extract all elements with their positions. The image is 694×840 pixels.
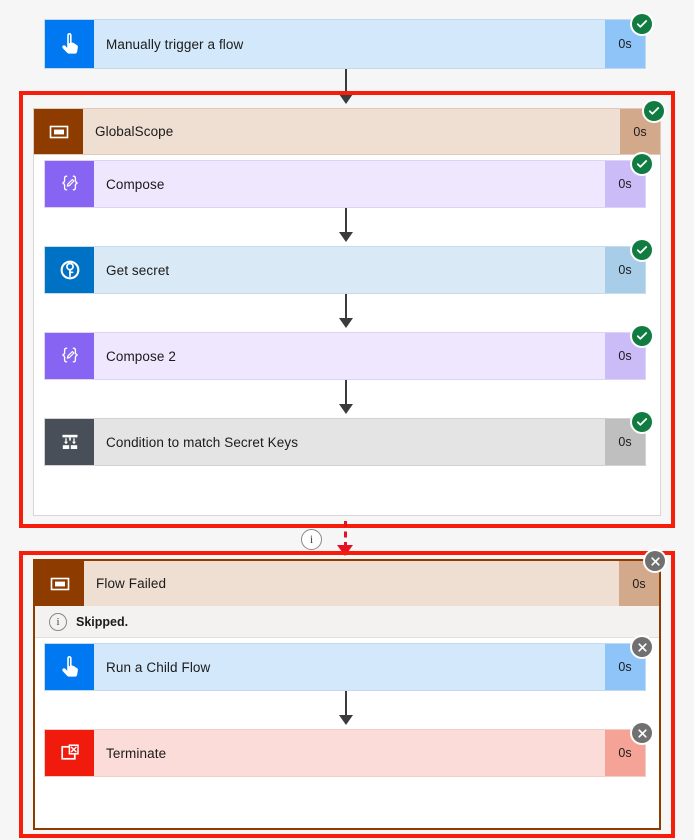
connector-arrowhead-icon [339, 94, 353, 104]
flow-card-title: Terminate [106, 745, 167, 761]
flow-card-title: Compose [106, 176, 165, 192]
flow-card-scope-flow-failed[interactable]: Flow Failed 0s [35, 561, 659, 606]
flow-card-title: GlobalScope [95, 124, 174, 139]
compose-braces-icon [45, 161, 94, 207]
flow-card-compose-2[interactable]: Compose 2 0s [44, 332, 646, 380]
connector-arrowhead-icon [339, 232, 353, 242]
connector-arrowhead-icon [337, 545, 353, 556]
connector-arrowhead-icon [339, 715, 353, 725]
condition-branch-icon [45, 419, 94, 465]
info-circle-icon: i [49, 612, 67, 631]
connector-line [345, 380, 347, 408]
flow-card-title: Compose 2 [106, 348, 176, 364]
status-badge-skipped [632, 637, 652, 657]
flow-card-terminate[interactable]: Terminate 0s [44, 729, 646, 777]
flow-card-condition[interactable]: Condition to match Secret Keys 0s [44, 418, 646, 466]
flow-card-title: Condition to match Secret Keys [106, 434, 299, 450]
tap-finger-icon [45, 644, 94, 690]
flow-card-scope-globalscope[interactable]: GlobalScope 0s [33, 108, 661, 155]
flow-card-title: Get secret [106, 262, 170, 278]
status-badge-succeeded [632, 412, 652, 432]
compose-braces-icon [45, 333, 94, 379]
scope-status-message-text: Skipped. [76, 614, 129, 629]
connector-line-dashed [344, 521, 347, 548]
flow-card-title: Run a Child Flow [106, 659, 211, 675]
status-badge-succeeded [644, 101, 664, 121]
connector-line [345, 208, 347, 236]
status-badge-skipped [645, 551, 665, 571]
status-badge-succeeded [632, 154, 652, 174]
status-badge-skipped [632, 723, 652, 743]
flow-card-title: Manually trigger a flow [106, 36, 244, 52]
flow-card-title: Flow Failed [96, 576, 167, 591]
connector-line [345, 691, 347, 719]
connector-line [345, 294, 347, 322]
connector-line [345, 69, 347, 98]
flow-card-compose[interactable]: Compose 0s [44, 160, 646, 208]
info-circle-icon[interactable]: i [301, 529, 322, 550]
status-badge-succeeded [632, 240, 652, 260]
flow-card-get-secret[interactable]: Get secret 0s [44, 246, 646, 294]
tap-finger-icon [45, 20, 94, 68]
flow-card-duration: 0s [620, 109, 660, 154]
scope-icon [35, 561, 84, 606]
status-badge-succeeded [632, 14, 652, 34]
status-badge-succeeded [632, 326, 652, 346]
scope-status-message: i Skipped. [35, 606, 659, 638]
connector-arrowhead-icon [339, 404, 353, 414]
key-vault-icon [45, 247, 94, 293]
connector-arrowhead-icon [339, 318, 353, 328]
scope-icon [34, 109, 83, 154]
flow-card-trigger[interactable]: Manually trigger a flow 0s [44, 19, 646, 69]
terminate-icon [45, 730, 94, 776]
flow-card-run-child-flow[interactable]: Run a Child Flow 0s [44, 643, 646, 691]
